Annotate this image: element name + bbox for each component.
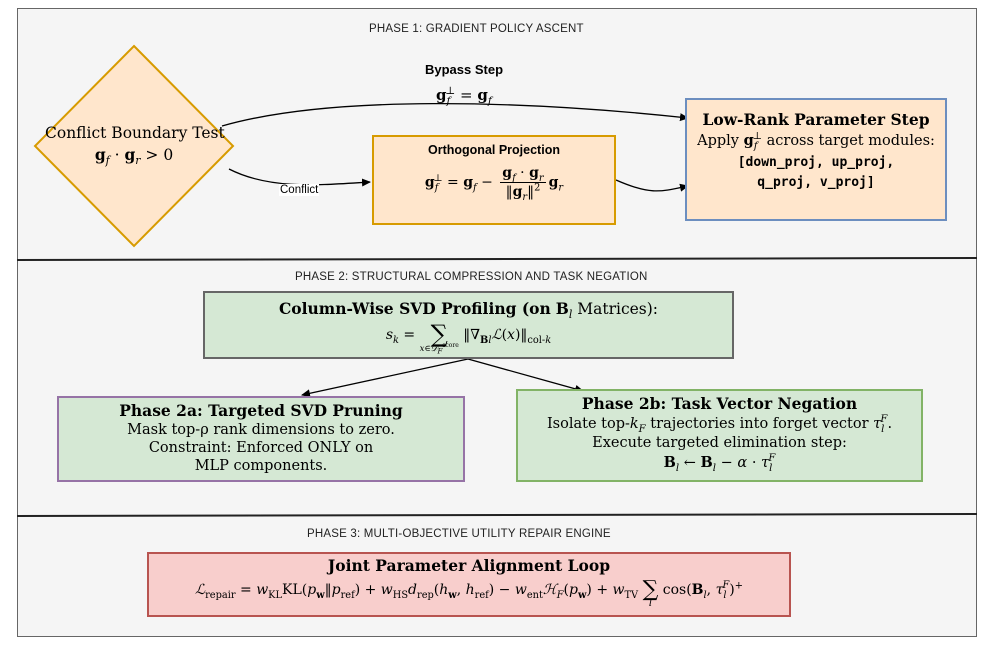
repair-title: Joint Parameter Alignment Loop (327, 556, 611, 575)
apply-prefix: Apply (697, 133, 739, 149)
conflict-label: Conflict (279, 184, 320, 196)
pruning-title: Phase 2a: Targeted SVD Pruning (119, 401, 403, 420)
low-rank-title: Low-Rank Parameter Step (702, 110, 930, 129)
bypass-label: Bypass Step (425, 62, 504, 77)
task-negation-node: Phase 2b: Task Vector Negation Isolate t… (516, 389, 923, 482)
projection-node: Orthogonal Projection gf⊥ = gf − gf · gr… (372, 135, 616, 225)
repair-expr: ℒrepair = wKLKL(pw‖pref) + wHSdrep(hw, h… (195, 577, 743, 609)
phase2-title: PHASE 2: STRUCTURAL COMPRESSION AND TASK… (295, 271, 648, 283)
negation-expr: Bl ← Bl − α · τlF (663, 453, 776, 474)
profiling-expr: sk = ∑ x∈𝒟Fscore ‖∇Blℒ(x)‖col-k (385, 320, 552, 356)
modules-line-1: [down_proj, up_proj, (737, 155, 895, 170)
pruning-line-1: Mask top-ρ rank dimensions to zero. (127, 422, 395, 438)
decision-expr: gf · gr > 0 (94, 145, 174, 168)
bypass-eq: gf⊥ = gf (436, 85, 492, 107)
negation-line-2: Execute targeted elimination step: (592, 435, 847, 451)
modules-line-2: q_proj, v_proj] (757, 175, 875, 190)
decision-node: Conflict Boundary Test gf · gr > 0 (45, 124, 225, 174)
low-rank-step-node: Low-Rank Parameter Step Apply gf⊥ across… (685, 98, 947, 221)
negation-line-1: Isolate top-kF trajectories into forget … (546, 414, 893, 435)
svd-profiling-node: Column-Wise SVD Profiling (on Bl Matrice… (203, 291, 734, 359)
negation-title: Phase 2b: Task Vector Negation (581, 394, 858, 413)
projection-title: Orthogonal Projection (428, 143, 560, 157)
decision-title: Conflict Boundary Test (45, 124, 225, 142)
pruning-line-3: MLP components. (194, 458, 328, 474)
apply-suffix: across target modules: (766, 133, 935, 149)
svd-pruning-node: Phase 2a: Targeted SVD Pruning Mask top-… (57, 396, 465, 482)
repair-loop-node: Joint Parameter Alignment Loop ℒrepair =… (147, 552, 791, 617)
profiling-title: Column-Wise SVD Profiling (on Bl Matrice… (278, 299, 659, 322)
phase3-title: PHASE 3: MULTI-OBJECTIVE UTILITY REPAIR … (307, 528, 611, 540)
low-rank-apply-line: Apply gf⊥ across target modules: (697, 131, 935, 152)
phase1-title: PHASE 1: GRADIENT POLICY ASCENT (369, 23, 584, 35)
pruning-line-2: Constraint: Enforced ONLY on (148, 440, 374, 456)
